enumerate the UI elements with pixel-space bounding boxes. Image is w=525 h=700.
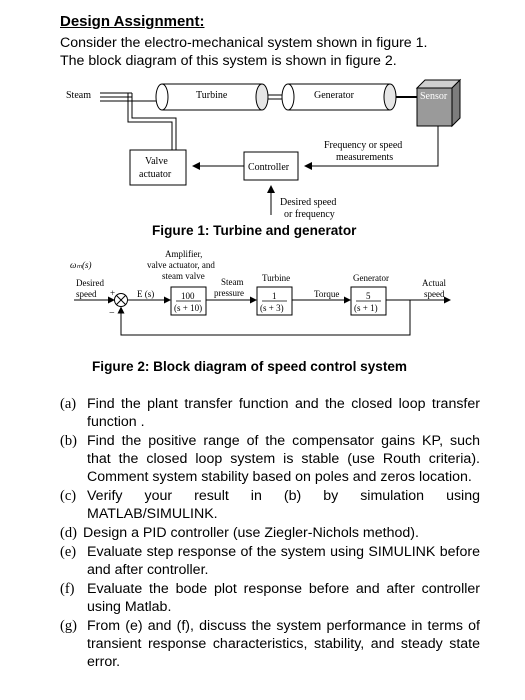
generator-numerator: 5 — [366, 291, 371, 301]
amp-denominator: (s + 10) — [174, 303, 202, 313]
task-text: Find the positive range of the compensat… — [87, 433, 480, 485]
torque-label: Torque — [314, 289, 339, 299]
task-item-b: (b) Find the positive range of the compe… — [60, 432, 480, 486]
generator-cylinder — [281, 83, 397, 111]
figure-2-block-diagram: ωₘ(s) Desired speed + − E (s) Amplifier,… — [70, 249, 451, 336]
desired-label-1: Desired — [76, 278, 104, 288]
plus-sign: + — [110, 288, 115, 298]
actual-speed-label-2: speed — [424, 289, 445, 299]
task-item-e: (e) Evaluate step response of the system… — [60, 543, 480, 579]
minus-sign: − — [109, 308, 115, 319]
task-label: (e) — [60, 544, 77, 560]
sensor-box — [415, 78, 462, 128]
generator-label: Generator — [353, 273, 389, 283]
figure-2-caption: Figure 2: Block diagram of speed control… — [92, 359, 407, 374]
intro-line-1: Consider the electro-mechanical system s… — [60, 35, 428, 51]
assignment-heading: Design Assignment: — [60, 13, 205, 30]
task-item-d: (d) Design a PID controller (use Ziegler… — [60, 524, 480, 542]
task-item-a: (a) Find the plant transfer function and… — [60, 395, 480, 431]
turbine-cylinder — [155, 83, 269, 111]
steam-label: Steam — [66, 90, 91, 101]
turbine-numerator: 1 — [272, 291, 277, 301]
task-label: (f) — [60, 581, 75, 597]
amp-label-3: steam valve — [162, 271, 205, 281]
task-label: (b) — [60, 433, 77, 449]
task-label: (c) — [60, 488, 77, 504]
task-text: Design a PID controller (use Ziegler-Nic… — [83, 525, 419, 541]
figure-1-turbine-generator: Steam Turbine Generator Sensor Frequency… — [66, 78, 462, 220]
figure-1-caption: Figure 1: Turbine and generator — [152, 223, 357, 238]
amp-label-2: valve actuator, and — [147, 260, 215, 270]
task-text: Verify your result in (b) by simulation … — [87, 488, 480, 522]
task-label: (d) — [60, 525, 77, 541]
amp-numerator: 100 — [181, 291, 195, 301]
steam-label-1: Steam — [221, 277, 244, 287]
controller-label: Controller — [248, 162, 290, 173]
turbine-label: Turbine — [196, 90, 228, 101]
desired-speed-label-1: Desired speed — [280, 197, 336, 208]
task-text: Evaluate step response of the system usi… — [87, 544, 480, 578]
task-text: From (e) and (f), discuss the system per… — [87, 618, 480, 670]
turbine-denominator: (s + 3) — [260, 303, 284, 313]
generator-label: Generator — [314, 90, 355, 101]
task-label: (g) — [60, 618, 77, 634]
actual-speed-label-1: Actual — [422, 278, 446, 288]
sensor-label: Sensor — [420, 91, 448, 102]
task-item-f: (f) Evaluate the bode plot response befo… — [60, 580, 480, 616]
task-text: Find the plant transfer function and the… — [87, 396, 480, 430]
task-label: (a) — [60, 396, 77, 412]
generator-denominator: (s + 1) — [354, 303, 378, 313]
turbine-label: Turbine — [262, 273, 290, 283]
feedback-label-1: Frequency or speed — [324, 140, 402, 151]
task-text: Evaluate the bode plot response before a… — [87, 581, 480, 615]
error-label: E (s) — [137, 289, 154, 299]
valve-actuator-box — [129, 149, 187, 186]
task-item-g: (g) From (e) and (f), discuss the system… — [60, 617, 480, 671]
omega-label: ωₘ(s) — [70, 260, 91, 270]
task-item-c: (c) Verify your result in (b) by simulat… — [60, 487, 480, 523]
desired-speed-label-2: or frequency — [284, 209, 335, 220]
desired-label-2: speed — [76, 289, 97, 299]
summing-junction — [114, 293, 128, 307]
amp-label-1: Amplifier, — [165, 249, 202, 259]
intro-line-2: The block diagram of this system is show… — [60, 53, 397, 69]
valve-label-2: actuator — [139, 169, 172, 180]
steam-label-2: pressure — [214, 288, 244, 298]
valve-label-1: Valve — [145, 156, 168, 167]
task-list: (a) Find the plant transfer function and… — [60, 395, 480, 672]
feedback-label-2: measurements — [336, 152, 393, 163]
